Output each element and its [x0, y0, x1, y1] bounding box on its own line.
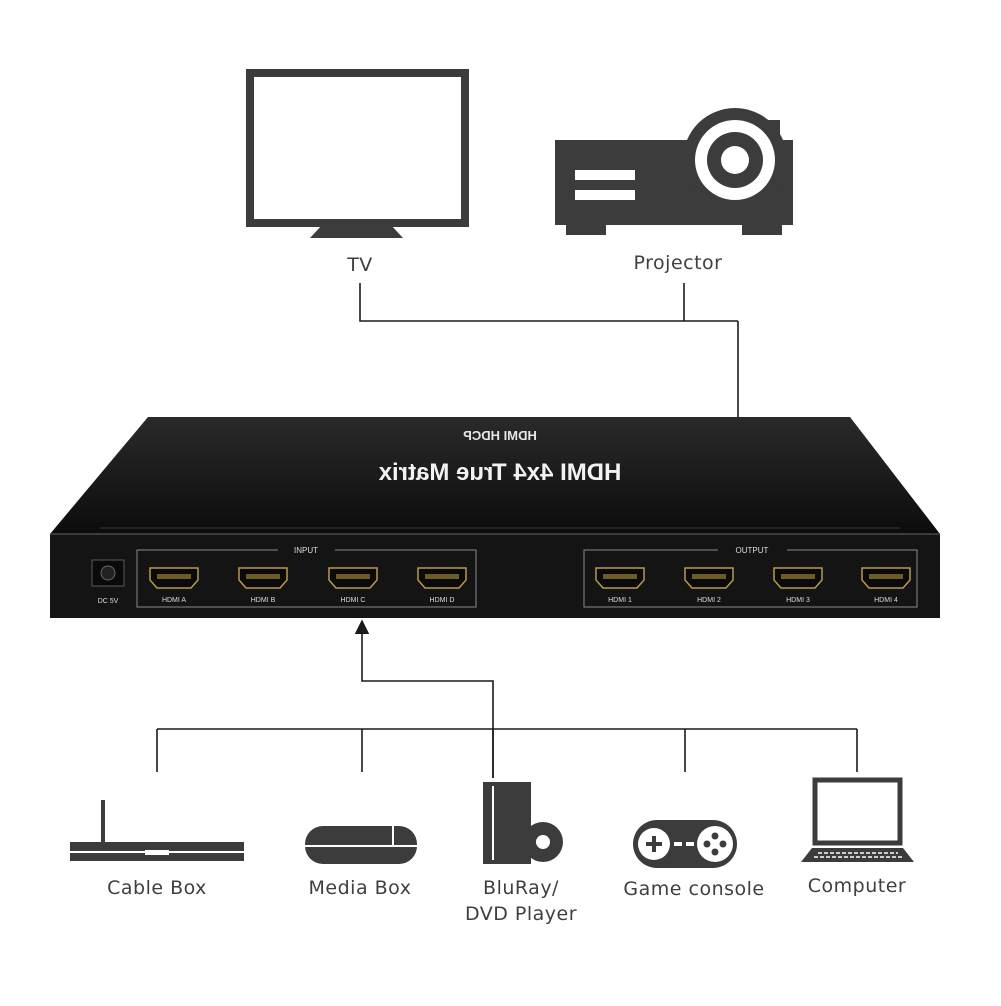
- matrix-device: HDMI HDCP HDMI 4x4 True Matrix DC 5V INP…: [50, 417, 940, 618]
- input-port-3-label: HDMI C: [341, 597, 366, 604]
- input-port-3: HDMI C: [328, 567, 378, 604]
- input-connector-line: [354, 619, 494, 778]
- bluray-label-line1: BluRay/: [483, 877, 559, 899]
- power-label: DC 5V: [98, 598, 119, 605]
- computer-label: Computer: [807, 875, 907, 897]
- input-port-4: HDMI D: [417, 567, 467, 604]
- output-port-3-label: HDMI 3: [786, 597, 810, 604]
- cable-box-icon: [70, 800, 244, 861]
- source-bus-lines: [156, 728, 858, 778]
- output-port-1: HDMI 1: [595, 567, 645, 604]
- game-console-icon: [633, 820, 737, 868]
- output-port-3: HDMI 3: [773, 567, 823, 604]
- cable-box-label: Cable Box: [107, 877, 207, 899]
- input-port-1: HDMI A: [149, 567, 199, 604]
- input-port-4-label: HDMI D: [430, 597, 455, 604]
- tv-icon: [246, 69, 469, 238]
- bluray-label-line2: DVD Player: [464, 903, 578, 925]
- bluray-icon: [483, 782, 563, 864]
- computer-icon: [801, 777, 914, 862]
- projector-icon: [555, 108, 793, 235]
- output-group-label: OUTPUT: [736, 546, 769, 555]
- dc-power-port: [91, 559, 125, 587]
- output-port-4-label: HDMI 4: [874, 597, 898, 604]
- tv-label: TV: [347, 254, 373, 276]
- input-group-label: INPUT: [294, 546, 318, 555]
- output-port-2: HDMI 2: [684, 567, 734, 604]
- media-box-icon: [305, 826, 417, 864]
- output-port-2-label: HDMI 2: [697, 597, 721, 604]
- projector-label: Projector: [633, 252, 723, 274]
- device-features-text: HDMI HDCP: [463, 428, 537, 443]
- output-port-4: HDMI 4: [861, 567, 911, 604]
- input-port-1-label: HDMI A: [162, 597, 186, 604]
- output-port-1-label: HDMI 1: [608, 597, 632, 604]
- media-box-label: Media Box: [308, 877, 412, 899]
- device-title-text: HDMI 4x4 True Matrix: [378, 459, 621, 486]
- game-console-label: Game console: [623, 878, 765, 900]
- input-port-2: HDMI B: [238, 567, 288, 604]
- input-port-2-label: HDMI B: [251, 597, 276, 604]
